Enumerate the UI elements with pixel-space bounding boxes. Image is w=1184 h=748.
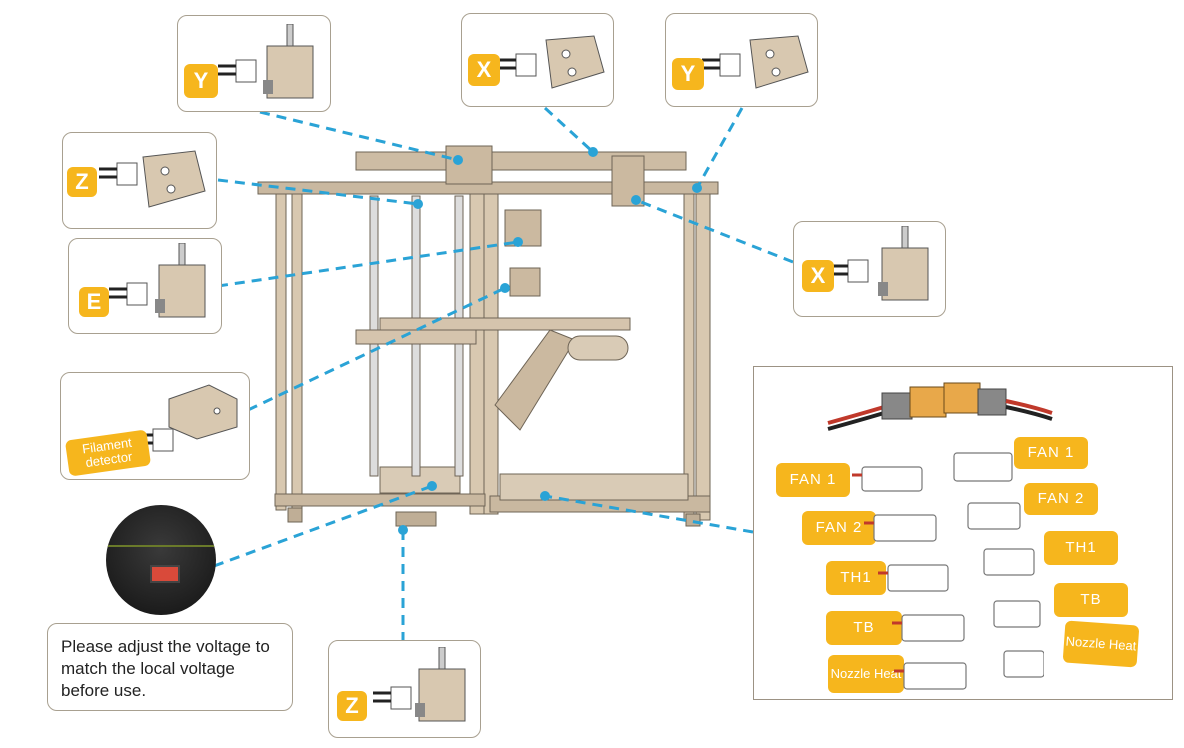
endstop-label-z: Z [67, 167, 97, 197]
leader-lines [213, 106, 794, 640]
stepper-motor-icon [878, 226, 929, 301]
connector-icon [830, 259, 869, 283]
voltage-switch-icon [150, 565, 180, 583]
voltage-note-box: Please adjust the voltage to match the l… [47, 623, 293, 711]
connector-icon [218, 59, 257, 83]
stepper-motor-icon [415, 647, 466, 722]
callout-y-motor: Y [177, 15, 331, 112]
motor-label-e: E [79, 287, 109, 317]
endstop-bracket-icon [749, 35, 809, 89]
xt60-connectors-icon [827, 382, 1053, 431]
connector-icon [109, 282, 148, 306]
endstop-bracket-icon [142, 150, 206, 208]
connector-icon [498, 53, 537, 77]
endstop-label-y: Y [672, 58, 704, 90]
connector-icon [373, 686, 412, 710]
endstop-bracket-icon [545, 35, 605, 89]
voltage-switch-photo [106, 505, 216, 615]
voltage-note-text: Please adjust the voltage to match the l… [61, 637, 270, 700]
wiring-left-fan1: FAN 1 [776, 463, 850, 497]
wiring-panel: FAN 1 FAN 2 TH1 TB Nozzle Heat FAN 1 FAN… [753, 366, 1173, 700]
printer-illustration [257, 145, 719, 527]
callout-e-motor: E [68, 238, 222, 334]
callout-z-endstop: Z [62, 132, 217, 229]
wiring-right-tb: TB [1054, 583, 1128, 617]
stepper-motor-icon [155, 243, 206, 318]
stepper-motor-icon [263, 24, 314, 99]
motor-label-y: Y [184, 64, 218, 98]
callout-filament-detector: Filament detector [60, 372, 250, 480]
switch-edge-line [106, 545, 216, 547]
wiring-left-tb: TB [826, 611, 902, 645]
filament-detector-icon [168, 384, 238, 440]
callout-x-motor: X [793, 221, 946, 317]
wiring-left-fan2: FAN 2 [802, 511, 876, 545]
motor-label-z: Z [337, 691, 367, 721]
callout-y-endstop: Y [665, 13, 818, 107]
leader-dots [398, 147, 702, 535]
wiring-left-nozzle-heat: Nozzle Heat [828, 655, 904, 693]
motor-label-x: X [802, 260, 834, 292]
wiring-right-nozzle-heat: Nozzle Heat [1062, 620, 1140, 668]
callout-x-endstop: X [461, 13, 614, 107]
wiring-right-fan1: FAN 1 [1014, 437, 1088, 469]
wiring-right-th1: TH1 [1044, 531, 1118, 565]
connector-icon [702, 53, 741, 77]
wiring-left-th1: TH1 [826, 561, 886, 595]
wiring-right-fan2: FAN 2 [1024, 483, 1098, 515]
filament-detector-label: Filament detector [64, 429, 152, 477]
callout-z-motor: Z [328, 640, 481, 738]
connector-icon [99, 162, 138, 186]
endstop-label-x: X [468, 54, 500, 86]
connector-sketches [852, 452, 1044, 690]
